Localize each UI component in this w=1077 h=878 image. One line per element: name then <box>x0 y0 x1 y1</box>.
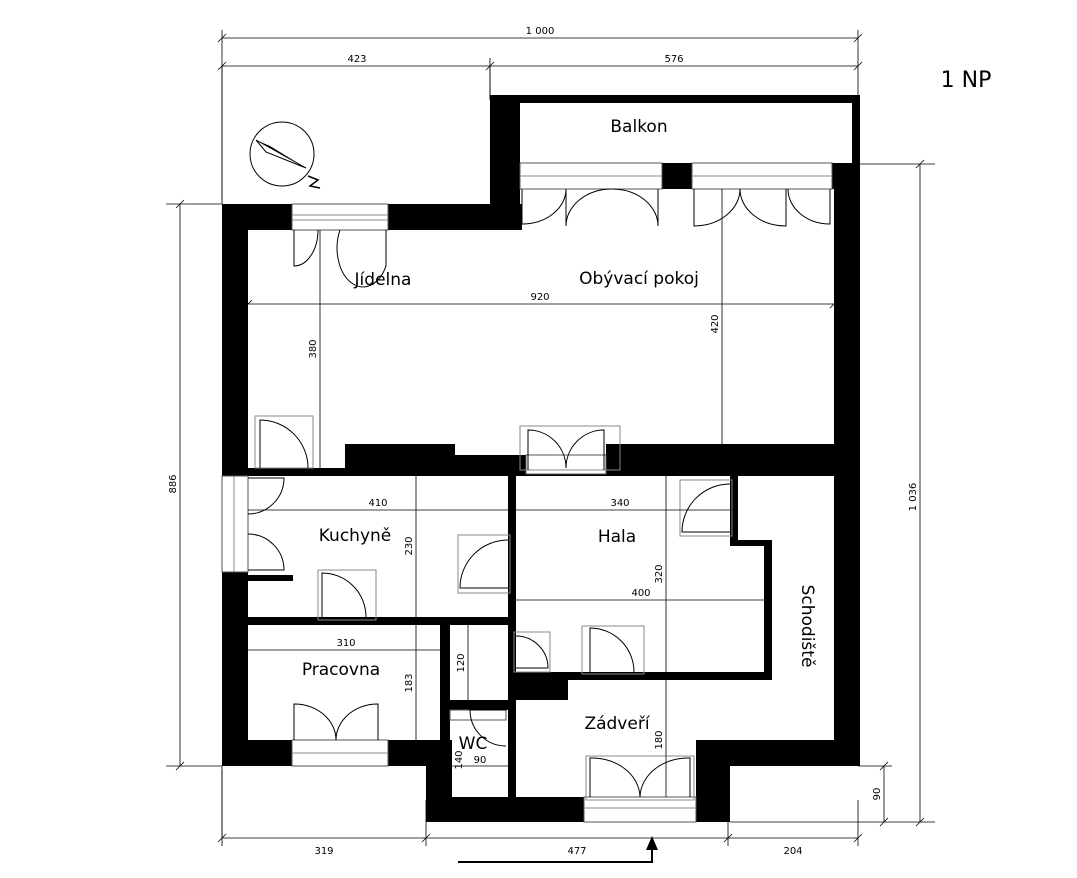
room-label-hala: Hala <box>598 527 636 547</box>
dim-right-bottom: 90 <box>872 788 883 801</box>
dim-zadveri-depth: 180 <box>654 730 665 749</box>
room-label-obyvaci-pokoj: Obývací pokoj <box>579 269 699 289</box>
dim-obyvaci-depth: 420 <box>710 314 721 333</box>
floor-label: 1 NP <box>941 68 992 93</box>
dim-pracovna-width: 310 <box>336 638 355 649</box>
dim-hala-width: 340 <box>610 498 629 509</box>
dim-bottom-right: 204 <box>783 846 802 857</box>
dim-kuchyne-depth: 230 <box>404 536 415 555</box>
room-labels: Balkon Jídelna Obývací pokoj Kuchyně Hal… <box>302 117 817 754</box>
north-arrow-icon <box>249 121 321 189</box>
dim-hala-lower-width: 400 <box>631 588 650 599</box>
dim-jidelna-depth: 380 <box>308 339 319 358</box>
room-label-pracovna: Pracovna <box>302 660 380 680</box>
dimension-lines <box>166 30 935 846</box>
dim-balkon-depth: 100 <box>504 122 515 141</box>
room-label-schodiste: Schodiště <box>797 585 817 668</box>
doors <box>247 188 831 801</box>
dim-living-width: 920 <box>530 292 549 303</box>
dim-bottom-left: 319 <box>314 846 333 857</box>
dimension-texts: 1 000 423 576 100 886 1 036 90 920 380 4… <box>168 26 919 857</box>
dim-right-height: 1 036 <box>908 483 919 512</box>
room-label-balkon: Balkon <box>610 117 667 137</box>
dim-top-left: 423 <box>347 54 366 65</box>
dim-pracovna-depth: 183 <box>404 673 415 692</box>
dim-hala-depth: 320 <box>654 564 665 583</box>
dim-left-height: 886 <box>168 474 179 493</box>
room-label-zadveri: Zádveří <box>584 714 650 734</box>
dim-top-total: 1 000 <box>526 26 555 37</box>
dim-bottom-mid: 477 <box>567 846 586 857</box>
dim-wc-width: 90 <box>474 755 487 766</box>
entrance-arrow <box>458 836 658 863</box>
room-label-jidelna: Jídelna <box>354 270 412 290</box>
dim-store-depth: 120 <box>456 653 467 672</box>
room-label-kuchyne: Kuchyně <box>319 526 392 546</box>
interior-dimensions <box>243 189 839 797</box>
dim-top-right: 576 <box>664 54 683 65</box>
room-label-wc: WC <box>459 734 488 754</box>
dim-kuchyne-width: 410 <box>368 498 387 509</box>
dim-wc-depth: 140 <box>454 750 465 769</box>
windows <box>221 162 833 823</box>
